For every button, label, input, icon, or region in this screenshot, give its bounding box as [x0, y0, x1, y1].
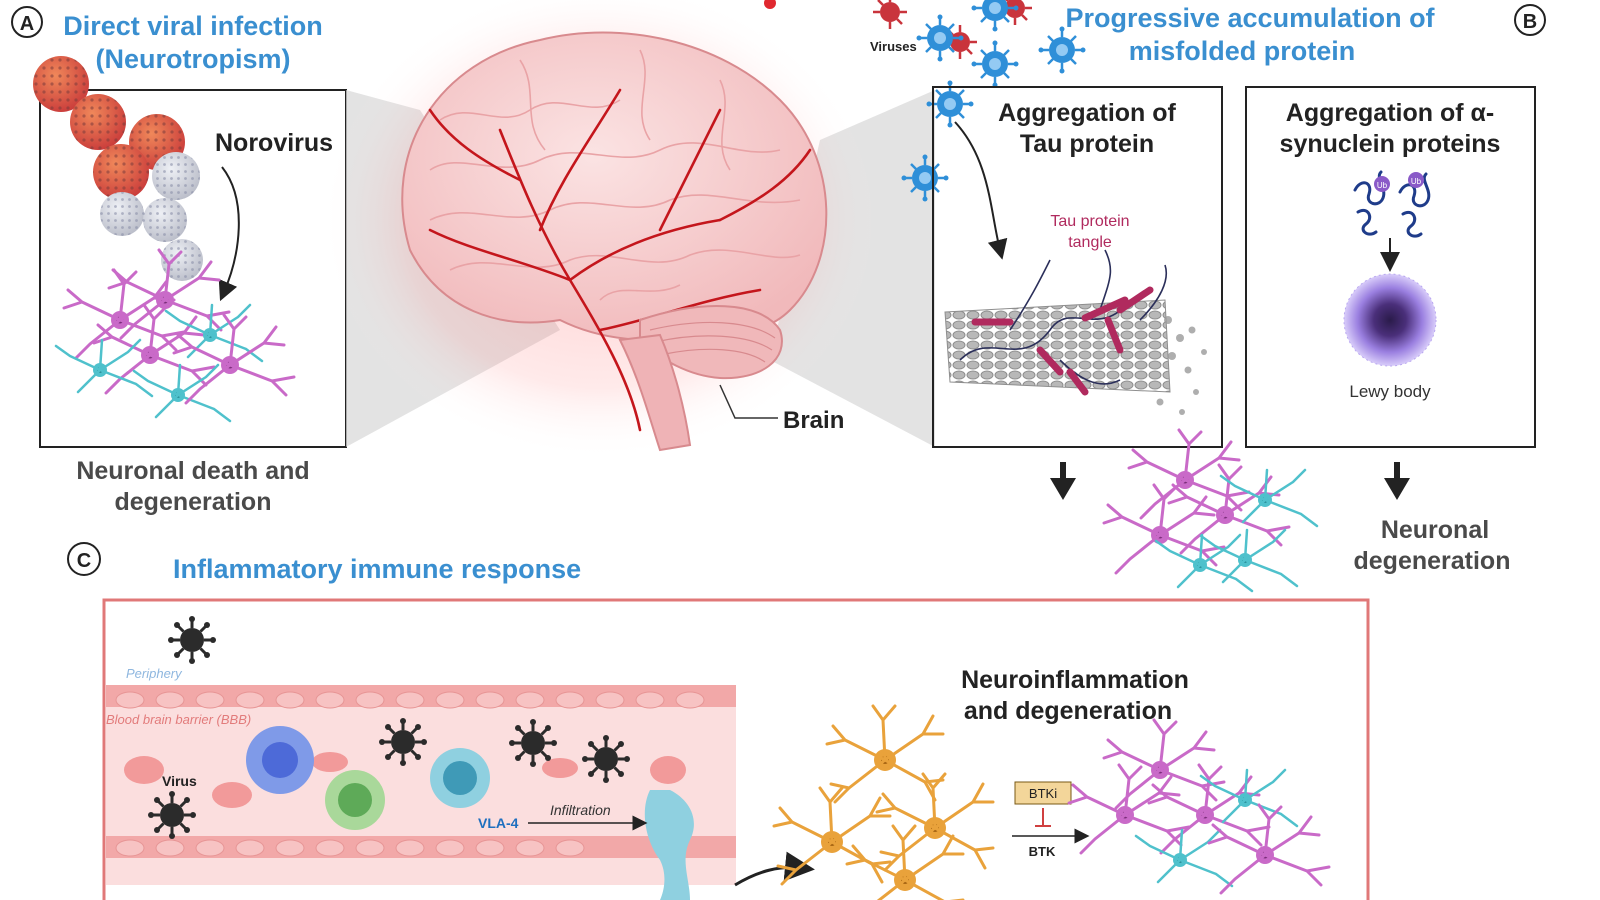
neuroinflammation-line1: Neuroinflammation — [961, 666, 1189, 694]
btk-label: BTK — [1029, 844, 1056, 859]
brain-label: Brain — [783, 407, 844, 434]
panel-letter-c: C — [77, 550, 91, 572]
vla4-label: VLA-4 — [478, 815, 519, 831]
ub-label-1: Ub — [1377, 181, 1388, 190]
panel-b-title-line2: misfolded protein — [1129, 36, 1356, 66]
synuclein-box — [1245, 86, 1536, 448]
ub-label-2: Ub — [1411, 177, 1422, 186]
neuronal-degeneration-line2: degeneration — [1354, 547, 1511, 575]
norovirus-label: Norovirus — [215, 129, 333, 157]
tau-tangle — [971, 286, 1154, 396]
btki-label: BTKi — [1029, 786, 1057, 801]
panel-a: A Direct viral infection (Neurotropism) … — [11, 6, 347, 516]
neuron-cluster-b — [1102, 428, 1319, 593]
panel-a-title-line2: (Neurotropism) — [96, 44, 291, 74]
tau-box — [932, 86, 1223, 448]
synuclein-title-line1: Aggregation of α- — [1286, 99, 1494, 127]
brain-cerebellum — [639, 305, 783, 380]
vessel-cells — [124, 726, 694, 900]
panel-b-title-line1: Progressive accumulation of — [1065, 3, 1435, 33]
infiltration-label: Infiltration — [550, 802, 611, 818]
brain-stem — [618, 333, 692, 452]
panel-a-caption-line2: degeneration — [115, 488, 272, 516]
btki-box — [1014, 781, 1072, 805]
activation-arrow — [734, 851, 815, 887]
neuronal-degeneration-line1: Neuronal — [1381, 516, 1489, 544]
panel-letter-b-badge — [1514, 4, 1546, 36]
synuclein-title-line2: synuclein proteins — [1280, 130, 1501, 158]
tau-arrow — [954, 121, 1008, 260]
panel-letter-c-badge — [67, 542, 101, 576]
norovirus-arrow — [218, 166, 240, 302]
periphery-label: Periphery — [126, 666, 183, 681]
down-arrows-b — [1050, 462, 1410, 500]
panel-letter-a-badge — [11, 6, 43, 38]
norovirus-particles — [33, 56, 203, 281]
tau-title-line1: Aggregation of — [998, 99, 1176, 127]
panel-c: C Inflammatory immune response Periphery… — [67, 542, 1370, 900]
tangle-label-line1: Tau protein — [1050, 213, 1129, 230]
infiltrating-cell — [644, 790, 694, 900]
brain-center: Brain — [320, 0, 935, 460]
synuclein-aggregates — [1353, 170, 1431, 238]
tangle-label-line2: tangle — [1068, 234, 1112, 251]
bbb-label: Blood brain barrier (BBB) — [106, 712, 251, 727]
panel-b: Progressive accumulation of misfolded pr… — [870, 0, 1546, 593]
lewy-body-label: Lewy body — [1349, 382, 1431, 401]
lewy-body — [1344, 274, 1436, 366]
panel-a-caption-line1: Neuronal death and — [76, 457, 309, 485]
brain-leader-line — [719, 384, 778, 419]
tau-title-line2: Tau protein — [1020, 130, 1154, 158]
neuroinflammation-line2: and degeneration — [964, 697, 1172, 725]
tau-strands — [959, 249, 1167, 385]
virus-label: Virus — [162, 773, 197, 789]
viruses-label: Viruses — [870, 39, 917, 54]
panel-letter-b: B — [1523, 11, 1537, 33]
panel-letter-a: A — [20, 13, 34, 35]
panel-a-title-line1: Direct viral infection — [63, 11, 323, 41]
panel-c-title: Inflammatory immune response — [173, 554, 581, 584]
